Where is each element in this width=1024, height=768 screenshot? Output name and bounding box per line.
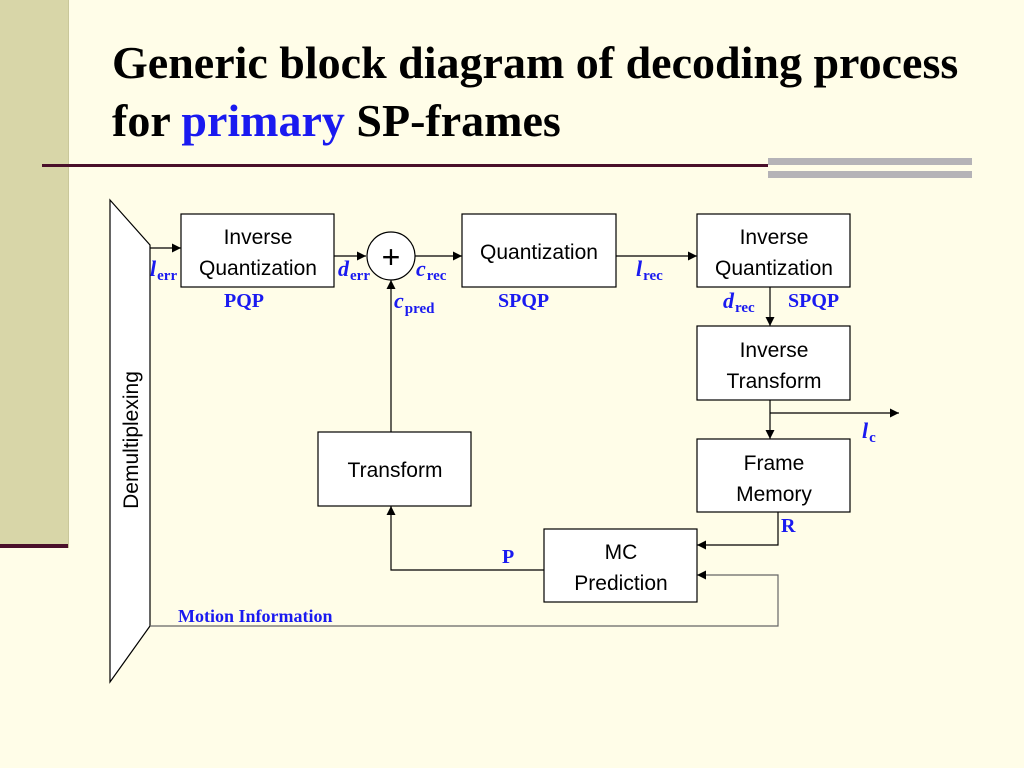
title-rule-accent-bottom [768,171,972,178]
frame-memory-line1: Frame [744,452,805,475]
arrow-mc-to-transform [386,506,544,571]
mc-prediction-line2: Prediction [574,572,667,595]
label-motion-information: Motion Information [178,606,333,626]
title-rule-accent-top [768,158,972,165]
label-p: P [502,546,514,568]
connections [150,243,899,627]
title-text: Generic block diagram of decoding proces… [112,37,959,146]
mc-prediction-block: MC Prediction [543,528,698,603]
mc-prediction-line1: MC [605,541,638,564]
label-pqp: PQP [224,290,264,312]
adder-node: + [366,231,416,281]
inverse-transform-line1: Inverse [740,339,809,362]
inverse-transform-line2: Transform [727,370,822,393]
quantization-label: Quantization [480,241,598,264]
frame-memory-line2: Memory [736,483,812,506]
inverse-quantization-1-line1: Inverse [224,226,293,249]
adder-plus-sign: + [382,239,401,275]
frame-memory-block: Frame Memory [696,438,851,513]
quantization-block: Quantization [461,213,617,288]
signal-l-c: lc [862,418,876,446]
arrow-framememory-to-mc [697,512,779,550]
label-r: R [781,515,796,537]
transform-block: Transform [317,431,472,507]
demultiplexer-label: Demultiplexing [120,371,143,509]
title-rule [42,164,768,167]
inverse-transform-block: Inverse Transform [696,325,851,401]
title-highlight: primary [181,95,345,146]
inverse-quantization-2-line1: Inverse [740,226,809,249]
side-bar-underline [0,544,68,548]
transform-label: Transform [348,459,443,482]
label-spqp-invquant: SPQP [788,290,839,312]
signal-d-err: derr [338,256,370,284]
signal-d-rec: drec [723,288,755,316]
inverse-quantization-block-1: Inverse Quantization [180,213,335,288]
signal-l-rec: lrec [636,256,663,284]
side-decoration-bar [0,0,69,548]
demultiplexer-block: Demultiplexing [109,198,151,684]
inverse-quantization-1-line2: Quantization [199,257,317,280]
label-spqp-quant: SPQP [498,290,549,312]
inverse-quantization-2-line2: Quantization [715,257,833,280]
inverse-quantization-block-2: Inverse Quantization [696,213,851,288]
signal-l-err: lerr [150,256,177,284]
signal-c-pred: cpred [394,288,435,317]
slide-title: Generic block diagram of decoding proces… [112,34,992,150]
signal-c-rec: crec [416,256,447,284]
arrow-motion-information [150,570,779,627]
title-suffix: SP-frames [356,95,561,146]
